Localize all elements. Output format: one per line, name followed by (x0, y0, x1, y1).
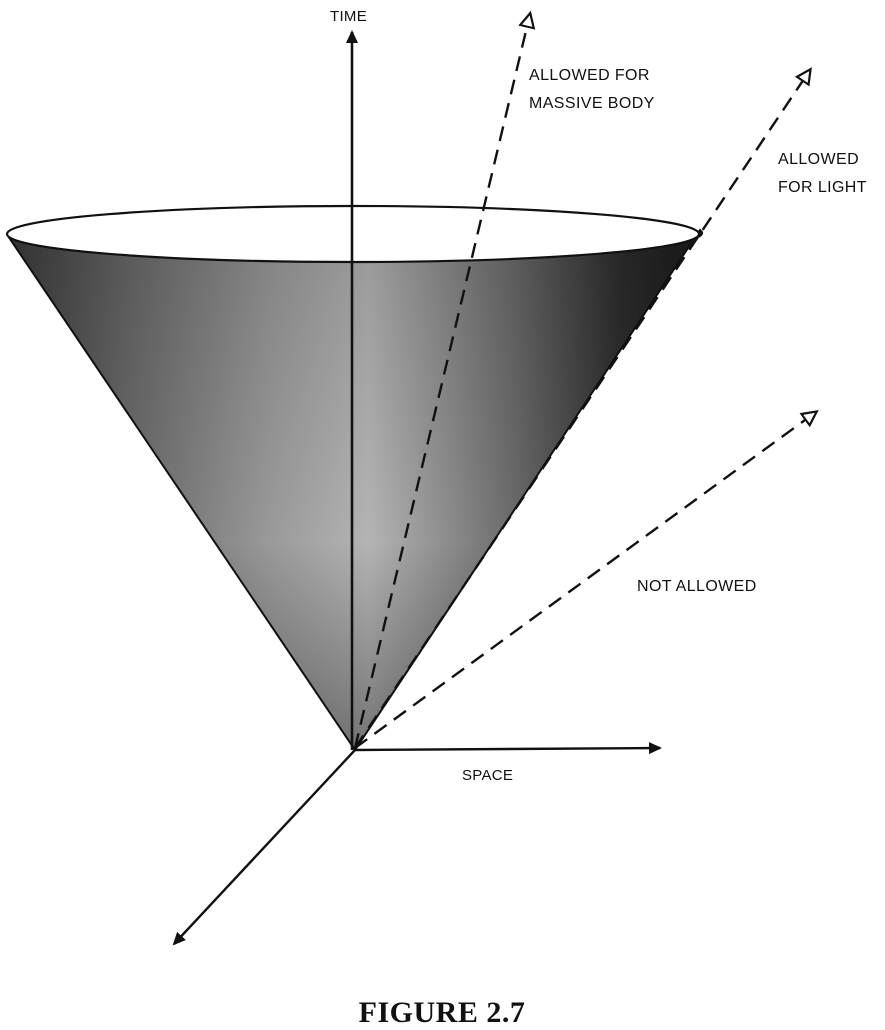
figure-caption: FIGURE 2.7 (359, 996, 526, 1029)
light-cone (5, 204, 704, 752)
depth-axis (172, 749, 356, 946)
space-axis (354, 742, 662, 755)
massive-body-label-line1: ALLOWED FOR (529, 67, 650, 84)
not-allowed-label: NOT ALLOWED (637, 578, 757, 595)
light-label-line2: FOR LIGHT (778, 179, 867, 196)
light-label-line1: ALLOWED (778, 151, 859, 168)
light-worldline (354, 70, 810, 749)
time-axis-label: TIME (330, 8, 367, 25)
massive-body-label-line2: MASSIVE BODY (529, 95, 655, 112)
cone-depth-shading (8, 230, 703, 750)
massive-body-worldline (353, 14, 530, 749)
space-axis-label: SPACE (462, 767, 513, 784)
